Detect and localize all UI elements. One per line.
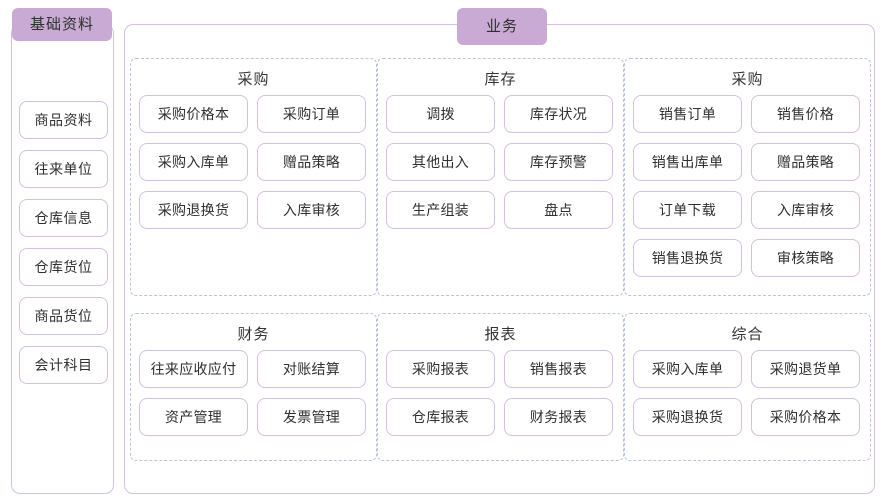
item-receivable-payable[interactable]: 往来应收应付	[139, 350, 248, 388]
group-report: 报表 采购报表 销售报表 仓库报表 财务报表	[377, 313, 624, 461]
item-purchase-return-exchange[interactable]: 采购退换货	[139, 191, 248, 229]
item-purchase-inbound-note[interactable]: 采购入库单	[139, 143, 248, 181]
item-invoice-management[interactable]: 发票管理	[257, 398, 366, 436]
item-production-assembly[interactable]: 生产组装	[386, 191, 495, 229]
item-audit-policy[interactable]: 审核策略	[751, 239, 860, 277]
sidebar-item-business-partner[interactable]: 往来单位	[19, 150, 108, 188]
item-sales-return-exchange[interactable]: 销售退换货	[633, 239, 742, 277]
group-finance-title: 财务	[237, 326, 270, 343]
item-sales-outbound-note[interactable]: 销售出库单	[633, 143, 742, 181]
item-inbound-audit-purchase[interactable]: 入库审核	[257, 191, 366, 229]
sidebar-item-warehouse-location[interactable]: 仓库货位	[19, 248, 108, 286]
item-stocktaking[interactable]: 盘点	[504, 191, 613, 229]
sidebar-item-warehouse-info[interactable]: 仓库信息	[19, 199, 108, 237]
item-inventory-alert[interactable]: 库存预警	[504, 143, 613, 181]
item-inbound-audit-sales[interactable]: 入库审核	[751, 191, 860, 229]
item-purchase-return-exchange-overall[interactable]: 采购退换货	[633, 398, 742, 436]
group-report-title: 报表	[484, 326, 517, 343]
item-finance-report[interactable]: 财务报表	[504, 398, 613, 436]
item-inventory-status[interactable]: 库存状况	[504, 95, 613, 133]
item-purchase-inbound-note-overall[interactable]: 采购入库单	[633, 350, 742, 388]
group-comprehensive: 综合 采购入库单 采购退货单 采购退换货 采购价格本	[624, 313, 871, 461]
basic-data-title-badge: 基础资料	[12, 8, 112, 41]
business-group-row-bottom: 财务 往来应收应付 对账结算 资产管理 发票管理 报表 采购报表 销售报表 仓库…	[130, 313, 871, 461]
business-panel: 采购 采购价格本 采购订单 采购入库单 赠品策略 采购退换货 入库审核 库存 调…	[124, 24, 875, 494]
item-transfer[interactable]: 调拨	[386, 95, 495, 133]
group-comprehensive-title: 综合	[731, 326, 764, 343]
item-purchase-price-book-overall[interactable]: 采购价格本	[751, 398, 860, 436]
item-reconciliation-settlement[interactable]: 对账结算	[257, 350, 366, 388]
item-warehouse-report[interactable]: 仓库报表	[386, 398, 495, 436]
group-finance: 财务 往来应收应付 对账结算 资产管理 发票管理	[130, 313, 377, 461]
item-other-in-out[interactable]: 其他出入	[386, 143, 495, 181]
item-purchase-order[interactable]: 采购订单	[257, 95, 366, 133]
group-purchase-items: 采购价格本 采购订单 采购入库单 赠品策略 采购退换货 入库审核	[131, 95, 376, 229]
group-report-items: 采购报表 销售报表 仓库报表 财务报表	[378, 350, 623, 436]
item-purchase-return-note[interactable]: 采购退货单	[751, 350, 860, 388]
item-order-download[interactable]: 订单下载	[633, 191, 742, 229]
group-inventory-title: 库存	[484, 71, 517, 88]
group-sales-items: 销售订单 销售价格 销售出库单 赠品策略 订单下载 入库审核 销售退换货 审核策…	[625, 95, 870, 277]
group-purchase: 采购 采购价格本 采购订单 采购入库单 赠品策略 采购退换货 入库审核	[130, 58, 377, 296]
sidebar-item-accounting-subject[interactable]: 会计科目	[19, 346, 108, 384]
item-asset-management[interactable]: 资产管理	[139, 398, 248, 436]
business-group-row-top: 采购 采购价格本 采购订单 采购入库单 赠品策略 采购退换货 入库审核 库存 调…	[130, 58, 871, 296]
item-sales-report[interactable]: 销售报表	[504, 350, 613, 388]
group-sales-title: 采购	[731, 71, 764, 88]
group-comprehensive-items: 采购入库单 采购退货单 采购退换货 采购价格本	[625, 350, 870, 436]
item-sales-order[interactable]: 销售订单	[633, 95, 742, 133]
group-inventory-items: 调拨 库存状况 其他出入 库存预警 生产组装 盘点	[378, 95, 623, 229]
group-inventory: 库存 调拨 库存状况 其他出入 库存预警 生产组装 盘点	[377, 58, 624, 296]
sidebar-item-goods-location[interactable]: 商品货位	[19, 297, 108, 335]
item-purchase-report[interactable]: 采购报表	[386, 350, 495, 388]
item-purchase-price-book[interactable]: 采购价格本	[139, 95, 248, 133]
group-finance-items: 往来应收应付 对账结算 资产管理 发票管理	[131, 350, 376, 436]
item-gift-policy-sales[interactable]: 赠品策略	[751, 143, 860, 181]
item-sales-price[interactable]: 销售价格	[751, 95, 860, 133]
group-purchase-title: 采购	[237, 71, 270, 88]
business-groups-area: 采购 采购价格本 采购订单 采购入库单 赠品策略 采购退换货 入库审核 库存 调…	[130, 58, 871, 461]
basic-data-panel: 商品资料 往来单位 仓库信息 仓库货位 商品货位 会计科目	[11, 24, 114, 494]
business-title-badge: 业务	[457, 8, 547, 45]
basic-data-item-list: 商品资料 往来单位 仓库信息 仓库货位 商品货位 会计科目	[12, 101, 115, 395]
item-gift-policy-purchase[interactable]: 赠品策略	[257, 143, 366, 181]
sidebar-item-goods-data[interactable]: 商品资料	[19, 101, 108, 139]
group-sales: 采购 销售订单 销售价格 销售出库单 赠品策略 订单下载 入库审核 销售退换货 …	[624, 58, 871, 296]
